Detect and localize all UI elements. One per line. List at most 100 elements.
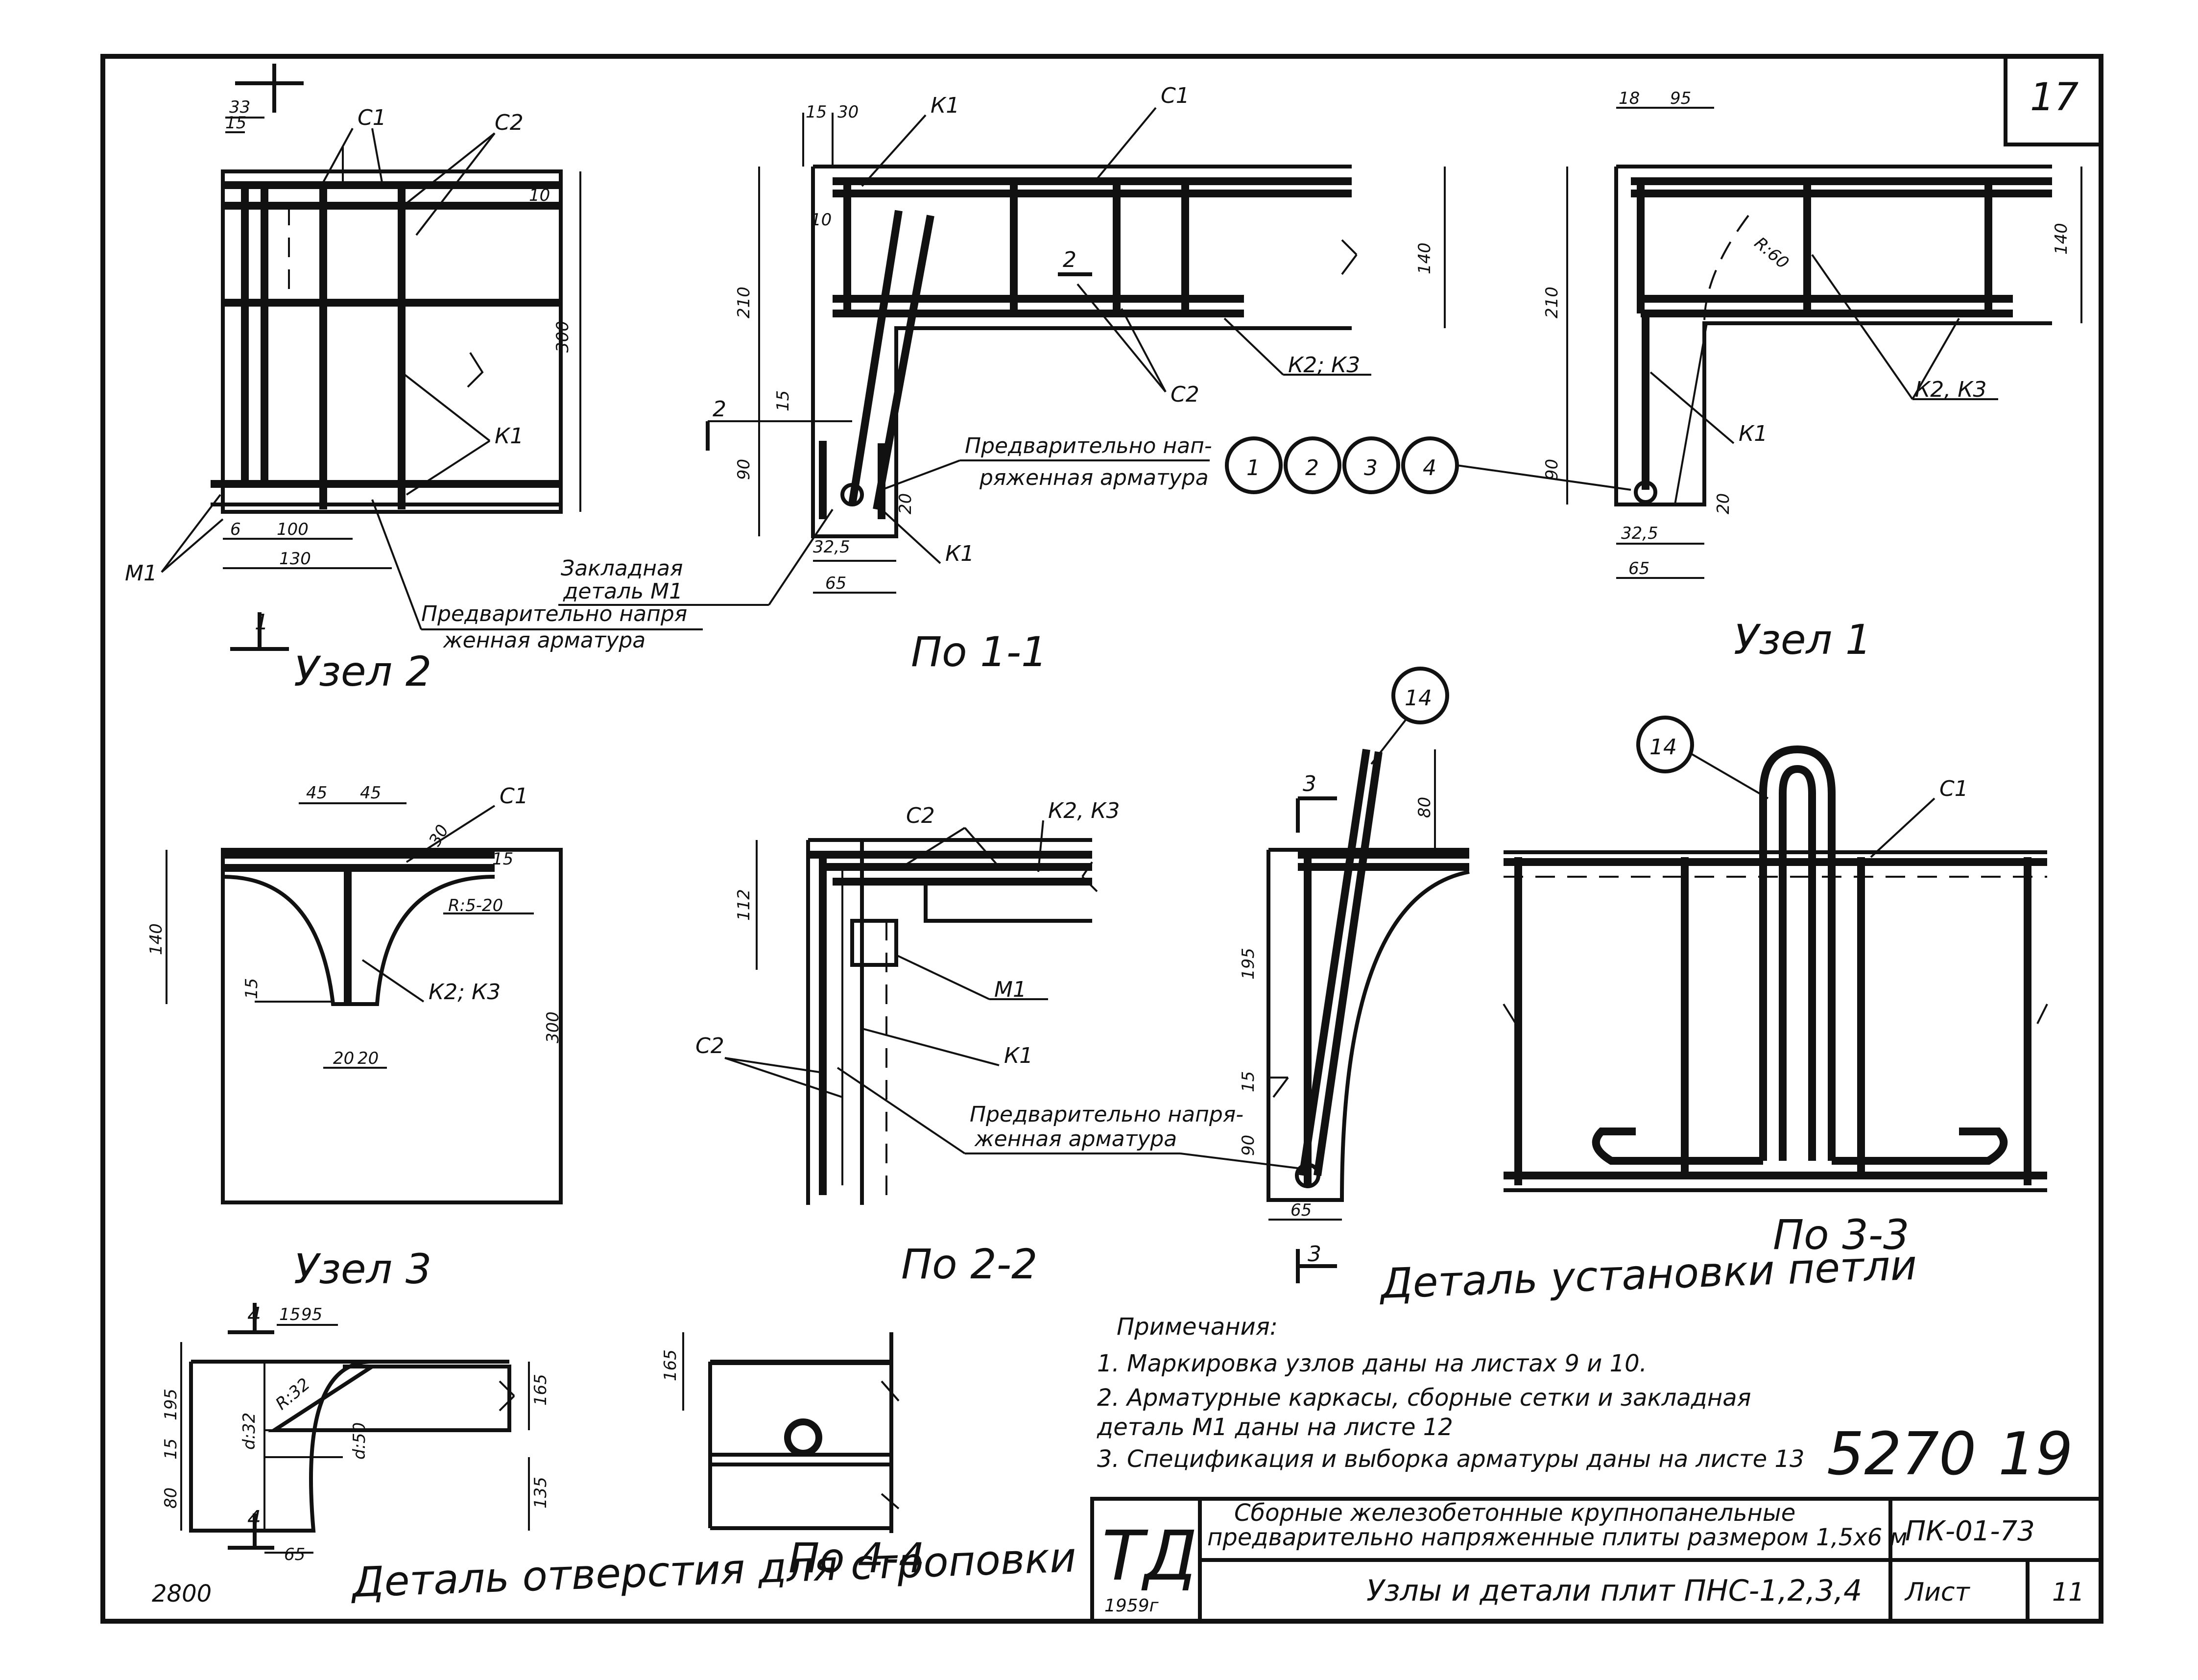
po22-label-k2k3: К2, К3 — [1048, 798, 1120, 823]
uzel1-label-r60: R:60 — [1750, 233, 1792, 273]
corner-code: 2800 — [152, 1580, 212, 1608]
notes-item-1: 1. Маркировка узлов даны на листах 9 и 1… — [1097, 1350, 1647, 1377]
hole-dim-4-top: 4 — [247, 1303, 261, 1328]
po22-label-k1: К1 — [1004, 1043, 1033, 1068]
po22-callout-line2: женная арматура — [974, 1127, 1177, 1152]
uzel1-dim-65: 65 — [1628, 559, 1649, 578]
notes-item-3: 3. Спецификация и выборка арматуры даны … — [1097, 1445, 1805, 1473]
uzel2-label-m1: М1 — [125, 561, 157, 586]
title-sheet-number: 11 — [2052, 1578, 2084, 1607]
notes-heading: Примечания: — [1117, 1313, 1278, 1341]
uzel1-dim-140: 140 — [2052, 223, 2071, 255]
view-uzel-1: 18 95 140 210 90 20 32,5 65 R:60 К2, К3 … — [1542, 89, 2082, 664]
po22-label-c2-side: С2 — [695, 1033, 724, 1058]
uzel3-dim-300: 300 — [543, 1011, 563, 1043]
uzel3-label-radius: R:5-20 — [448, 896, 503, 915]
uzel1-dim-95: 95 — [1670, 89, 1691, 108]
loop-dim-80: 80 — [1415, 797, 1434, 818]
uzel2-caption: Узел 2 — [294, 648, 431, 696]
uzel3-dim-15b: 15 — [242, 978, 262, 999]
loop-dim-195: 195 — [1239, 948, 1258, 980]
uzel1-dim-210: 210 — [1542, 287, 1562, 318]
po11-dim-90: 90 — [734, 459, 754, 480]
po11-cut-2-side: 2 — [713, 397, 726, 422]
uzel3-dim-20b: 20 — [358, 1049, 379, 1068]
view-uzel-2: 33 15 10 300 6 100 130 С1 С2 К1 М1 Предв… — [125, 64, 703, 696]
uzel1-dim-20: 20 — [1714, 493, 1733, 514]
po11-dim-65: 65 — [825, 574, 846, 593]
po11-circle-2: 2 — [1305, 456, 1319, 480]
hole-dim-135: 135 — [531, 1477, 550, 1509]
po44-dim-165: 165 — [661, 1349, 680, 1381]
view-po-3-3: 14 С1 По 3-3 — [1503, 716, 2048, 1259]
uzel3-caption: Узел 3 — [294, 1245, 431, 1293]
hole-dim-65: 65 — [284, 1545, 305, 1564]
po11-zakladnaya-line2: деталь М1 — [563, 579, 683, 604]
uzel1-caption: Узел 1 — [1734, 616, 1871, 664]
po22-callout-line1: Предварительно напря- — [970, 1102, 1243, 1127]
uzel2-dim-15: 15 — [225, 113, 246, 133]
po11-label-k1-top: К1 — [931, 93, 959, 118]
po22-dim-112: 112 — [734, 889, 754, 921]
uzel3-label-k2k3: К2; К3 — [429, 980, 501, 1005]
loop-cut-3-bottom: 3 — [1308, 1242, 1321, 1267]
title-description-1: Сборные железобетонные крупнопанельные — [1234, 1499, 1795, 1527]
uzel2-label-c2: С2 — [495, 110, 524, 135]
hole-dim-15: 15 — [279, 1305, 300, 1324]
uzel2-label-k1: К1 — [495, 424, 524, 449]
uzel2-dim-130: 130 — [279, 549, 311, 569]
po11-label-c1: С1 — [1161, 83, 1190, 108]
uzel3-dim-45a: 45 — [306, 783, 327, 803]
uzel3-dim-20a: 20 — [333, 1049, 354, 1068]
view-hole-detail: 4 15 95 195 15 80 4 65 R:32 d:32 d:50 16… — [152, 1303, 1077, 1608]
loop-dim-15: 15 — [1239, 1071, 1258, 1092]
po11-circle-1: 1 — [1246, 456, 1260, 480]
po44-caption: По 4-4 — [788, 1534, 925, 1582]
uzel2-dim-33: 33 — [229, 97, 250, 117]
po22-label-m1: М1 — [994, 977, 1027, 1002]
view-uzel-3: 45 45 30 15 140 300 15 20 20 С1 R:5-20 К… — [146, 783, 563, 1293]
view-po-2-2: 112 С2 К2, К3 М1 К1 С2 Предварительно на… — [695, 798, 1298, 1288]
hole-dim-80: 80 — [161, 1488, 181, 1509]
po22-caption: По 2-2 — [901, 1240, 1037, 1288]
archive-stamp: 5270 19 — [1827, 1420, 2073, 1488]
notes-item-2-cont: деталь М1 даны на листе 12 — [1097, 1414, 1453, 1441]
uzel2-dim-300: 300 — [553, 321, 573, 353]
title-description-2: предварительно напряженные плиты размеро… — [1207, 1524, 1908, 1551]
uzel1-dim-18: 18 — [1619, 89, 1640, 108]
uzel3-label-c1: С1 — [500, 784, 528, 809]
title-sheet-label: Лист — [1904, 1578, 1970, 1607]
hole-label-d50: d:50 — [350, 1422, 369, 1460]
uzel1-dim-90: 90 — [1542, 459, 1562, 480]
hole-caption: Деталь отверстия для строповки — [349, 1533, 1077, 1607]
loop-cut-3-top: 3 — [1303, 771, 1316, 796]
loop-dim-65: 65 — [1290, 1200, 1312, 1220]
uzel1-label-k2k3: К2, К3 — [1915, 377, 1986, 402]
title-block: ТД 1959г Сборные железобетонные крупнопа… — [1090, 1497, 2103, 1623]
uzel2-dim-100: 100 — [277, 520, 309, 539]
po22-label-c2-top: С2 — [906, 803, 935, 828]
po11-callout-line1: Предварительно нап- — [965, 433, 1212, 458]
po11-circle-3: 3 — [1364, 456, 1378, 480]
uzel2-label-c1: С1 — [358, 105, 386, 130]
uzel1-label-k1: К1 — [1739, 421, 1768, 446]
po33-caption: По 3-3 — [1773, 1211, 1909, 1259]
po33-label-c1: С1 — [1939, 776, 1968, 801]
uzel3-dim-140: 140 — [146, 923, 166, 955]
po11-dim-210: 210 — [734, 287, 754, 318]
uzel1-dim-32-5: 32,5 — [1621, 524, 1658, 543]
uzel2-callout-line2: женная арматура — [443, 628, 645, 653]
notes-item-2: 2. Арматурные каркасы, сборные сетки и з… — [1097, 1384, 1751, 1412]
title-drawing-title: Узлы и детали плит ПНС-1,2,3,4 — [1366, 1574, 1862, 1608]
loop-circle-14: 14 — [1405, 686, 1432, 711]
hole-label-d32: d:32 — [239, 1413, 259, 1450]
po11-caption: По 1-1 — [911, 628, 1047, 676]
hole-dim-95: 95 — [301, 1305, 322, 1324]
title-logo: ТД — [1102, 1516, 1197, 1596]
po11-zakladnaya-line1: Закладная — [561, 556, 683, 581]
po11-dim-10: 10 — [811, 210, 832, 230]
po11-label-c2: С2 — [1171, 382, 1199, 407]
po11-callout-line2: ряженная арматура — [979, 465, 1209, 490]
page-number: 17 — [2030, 75, 2079, 120]
